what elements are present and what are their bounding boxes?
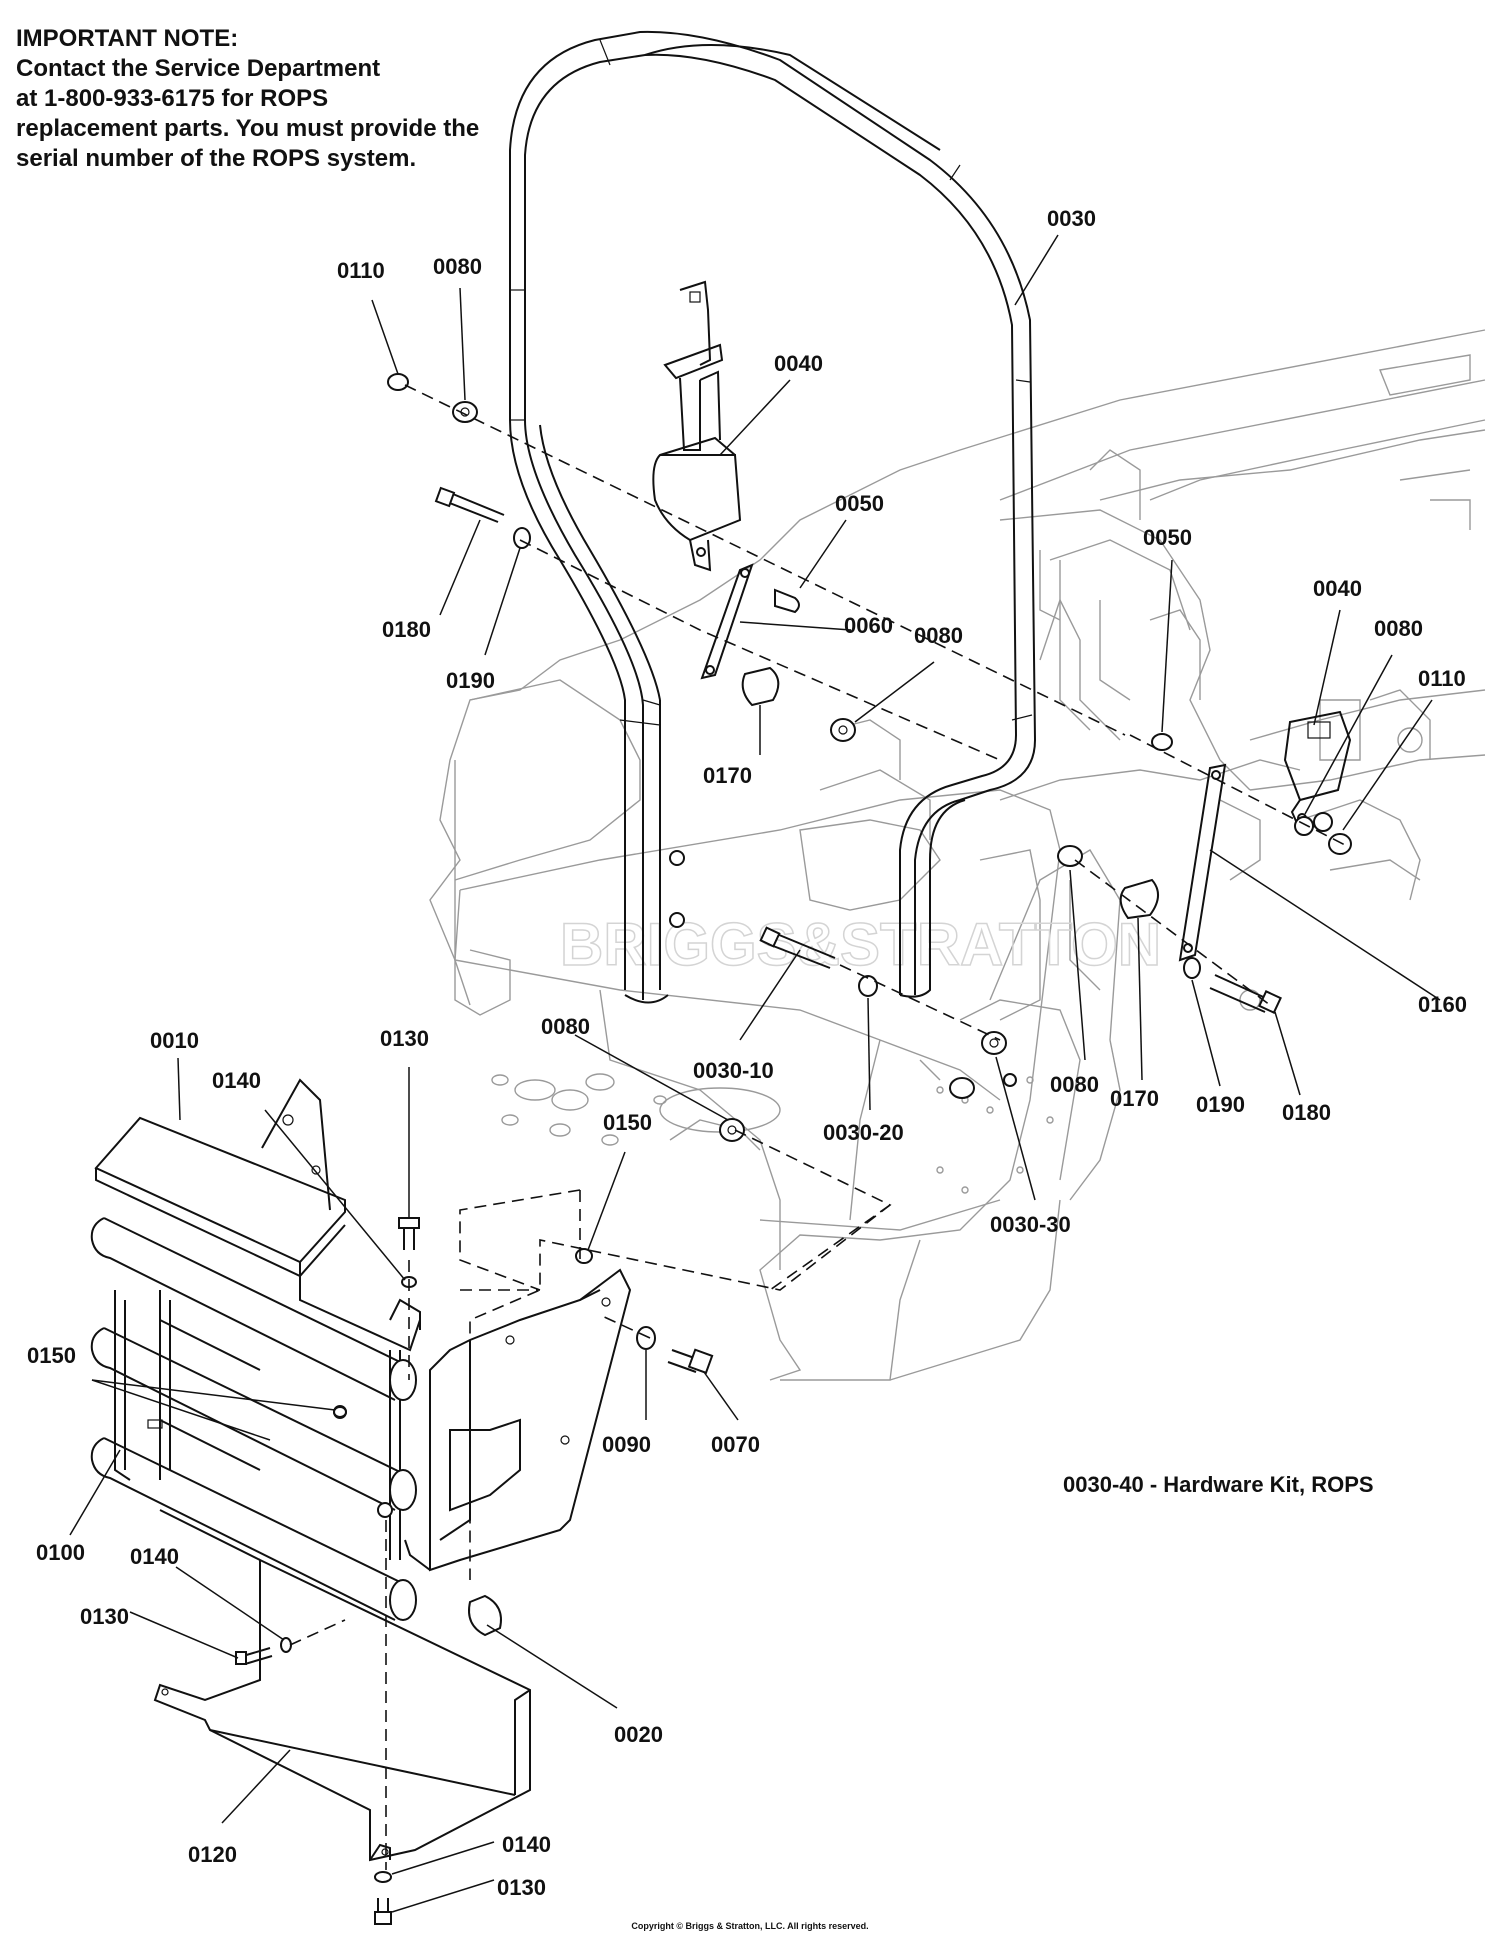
callout-0050: 0050: [1143, 525, 1192, 550]
callout-0140: 0140: [212, 1068, 261, 1093]
callout-0150: 0150: [603, 1110, 652, 1135]
assembly-lines: [289, 384, 1346, 1870]
callout-0170: 0170: [1110, 1086, 1159, 1111]
end-cap: [468, 1594, 502, 1637]
leader-lines: [69, 234, 1441, 1913]
callout-0190: 0190: [446, 668, 495, 693]
callout-0080: 0080: [433, 254, 482, 279]
note-line-4: replacement parts. You must provide the: [16, 115, 480, 142]
note-line-1: IMPORTANT NOTE:: [16, 25, 239, 52]
callout-0070: 0070: [711, 1432, 760, 1457]
callout-0110: 0110: [1418, 666, 1466, 691]
seat-belt-right: [1283, 710, 1352, 832]
hardware-kit-label: 0030-40 - Hardware Kit, ROPS: [1063, 1472, 1374, 1497]
callout-0100: 0100: [36, 1540, 85, 1565]
callout-0080: 0080: [1374, 616, 1423, 641]
callout-0080: 0080: [541, 1014, 590, 1039]
callout-0110: 0110: [337, 258, 385, 283]
callout-0130: 0130: [497, 1875, 546, 1900]
callout-0180: 0180: [1282, 1100, 1331, 1125]
callout-0030-30: 0030-30: [990, 1212, 1071, 1237]
callout-0180: 0180: [382, 617, 431, 642]
callout-0150: 0150: [27, 1343, 76, 1368]
note-line-3: at 1-800-933-6175 for ROPS: [16, 85, 329, 112]
watermark: BRIGGS&STRATTON: [560, 911, 1161, 978]
note-line-5: serial number of the ROPS system.: [16, 145, 417, 172]
callout-0120: 0120: [188, 1842, 237, 1867]
callout-0140: 0140: [502, 1832, 551, 1857]
important-note: IMPORTANT NOTE: Contact the Service Depa…: [16, 24, 479, 174]
callout-0130: 0130: [380, 1026, 429, 1051]
strap-left: [700, 563, 754, 680]
callout-0040: 0040: [774, 351, 823, 376]
callout-0160: 0160: [1418, 992, 1467, 1017]
callout-0140: 0140: [130, 1544, 179, 1569]
lower-guard: [153, 1558, 531, 1862]
callout-0080: 0080: [914, 623, 963, 648]
callout-0080: 0080: [1050, 1072, 1099, 1097]
callout-0030: 0030: [1047, 206, 1096, 231]
strap-right: [1178, 763, 1227, 962]
callout-0050: 0050: [835, 491, 884, 516]
callout-labels: 0030 0110 0080 0040 0050 0060 0080 0180 …: [27, 206, 1467, 1900]
rops-hoop: [509, 30, 1037, 1087]
callout-0010: 0010: [150, 1028, 199, 1053]
callout-0190: 0190: [1196, 1092, 1245, 1117]
callout-0030-10: 0030-10: [693, 1058, 774, 1083]
seat-belt-left: [652, 280, 742, 572]
copyright: Copyright © Briggs & Stratton, LLC. All …: [631, 1921, 869, 1931]
note-line-2: Contact the Service Department: [16, 55, 381, 82]
callout-0090: 0090: [602, 1432, 651, 1457]
callout-0020: 0020: [614, 1722, 663, 1747]
mount-bracket: [94, 1078, 632, 1572]
callout-0030-20: 0030-20: [823, 1120, 904, 1145]
callout-0130: 0130: [80, 1604, 129, 1629]
callout-0040: 0040: [1313, 576, 1362, 601]
chassis-frame: [429, 329, 1486, 1381]
hardware: [387, 373, 1352, 1142]
callout-0060: 0060: [844, 613, 893, 638]
callout-0170: 0170: [703, 763, 752, 788]
